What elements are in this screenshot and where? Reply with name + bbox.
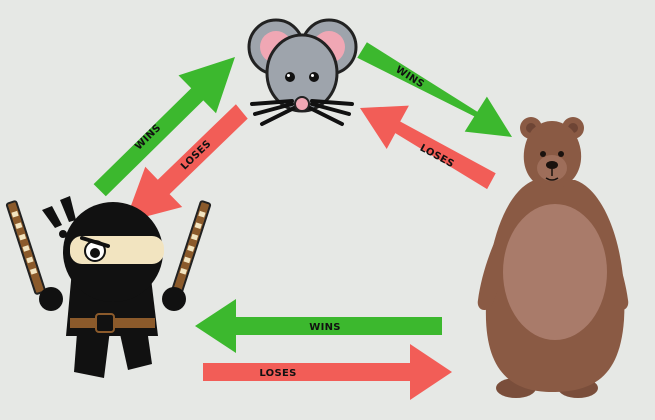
arrow-mouse-to-ninja-shape bbox=[125, 104, 248, 222]
ninja-icon bbox=[5, 196, 212, 378]
sword-left bbox=[5, 200, 46, 295]
arrow-ninja-to-bear: LOSES bbox=[203, 344, 452, 400]
arrow-ninja-to-mouse-shape bbox=[93, 57, 235, 197]
bear-icon bbox=[477, 117, 629, 398]
arrow-ninja-to-bear-label: LOSES bbox=[259, 368, 296, 379]
mouse-icon bbox=[247, 18, 358, 126]
sword-right bbox=[171, 200, 212, 295]
arrow-ninja-to-bear-shape bbox=[203, 344, 452, 400]
arrow-bear-to-ninja-label: WINS bbox=[309, 322, 341, 333]
arrow-bear-to-ninja-shape bbox=[195, 299, 442, 353]
arrow-mouse-to-bear-shape bbox=[357, 42, 512, 137]
arrow-bear-to-ninja: WINS bbox=[195, 299, 442, 353]
arrow-bear-to-mouse-shape bbox=[360, 105, 496, 190]
